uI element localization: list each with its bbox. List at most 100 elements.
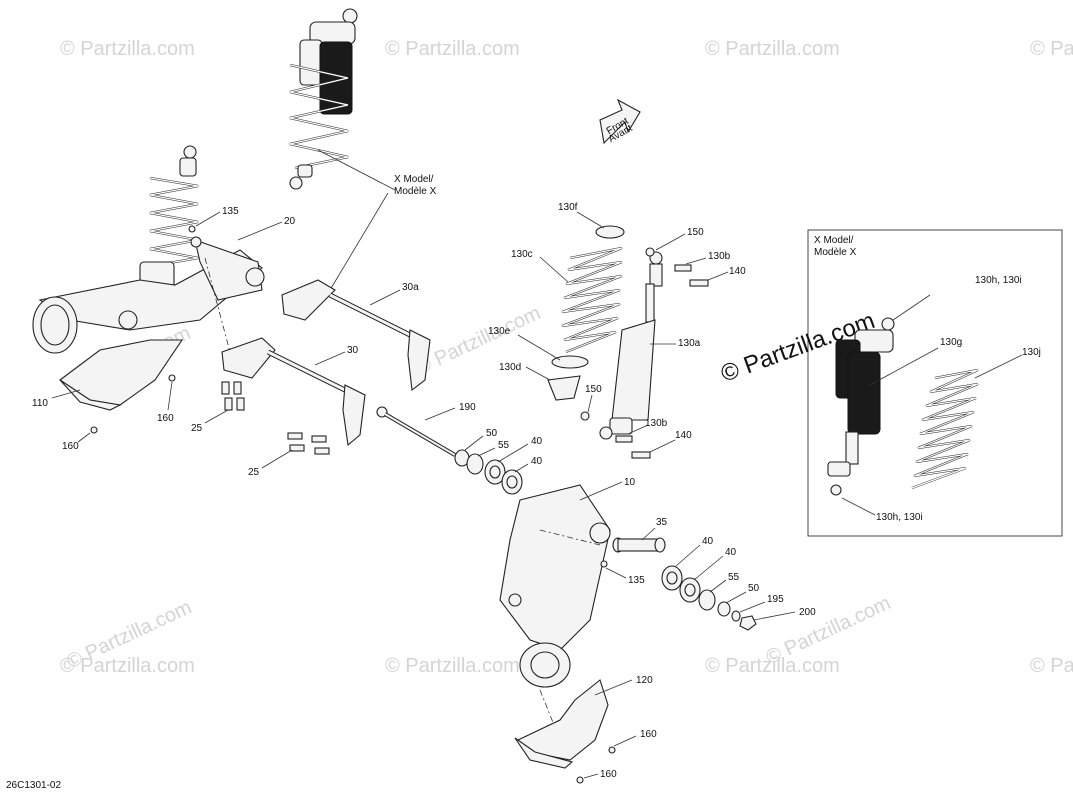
pin-35	[612, 537, 666, 553]
frame-10	[499, 484, 611, 688]
label-130h-130i: 130h, 130i	[975, 275, 1022, 286]
screw-160	[608, 746, 616, 754]
leader-line	[424, 407, 456, 421]
sway-bar-30a	[281, 279, 431, 392]
leader-line	[195, 211, 221, 227]
leader-line	[739, 601, 766, 613]
leader-line	[753, 611, 796, 621]
left-shock-absorber	[139, 145, 199, 299]
leader-line	[707, 271, 729, 281]
leader-line	[613, 735, 637, 747]
label-130d: 130d	[499, 362, 521, 373]
inset-title-line1: X Model/	[814, 235, 854, 246]
leader-line	[869, 347, 939, 386]
label-150: 150	[687, 227, 704, 238]
center-line	[539, 529, 601, 546]
label-150: 150	[585, 384, 602, 395]
leader-line	[369, 289, 401, 306]
leader-line	[594, 679, 633, 696]
watermark: © Partzilla.com	[60, 655, 195, 677]
label-195: 195	[767, 594, 784, 605]
label-130g: 130g	[940, 337, 962, 348]
leader-line	[649, 439, 676, 453]
bolts-25-center	[287, 432, 330, 455]
label-200: 200	[799, 607, 816, 618]
sleeve-130b	[615, 435, 633, 443]
bolt-140	[689, 279, 709, 287]
diagram-code: 26C1301-02	[6, 780, 61, 791]
leader-line	[725, 591, 747, 604]
leader-line	[576, 211, 605, 229]
leader-line	[675, 544, 701, 567]
leader-line	[605, 567, 627, 579]
label-140: 140	[729, 266, 746, 277]
label-160: 160	[600, 769, 617, 780]
label-160: 160	[640, 729, 657, 740]
watermark: © Partzilla.com	[60, 38, 195, 60]
nut-135	[188, 225, 196, 233]
spring-130c	[547, 225, 625, 401]
bolt-140	[631, 451, 651, 459]
leader-line	[517, 334, 561, 361]
leader-line	[514, 463, 529, 473]
watermark: © Partzilla.com	[385, 38, 520, 60]
leader-line	[841, 497, 876, 516]
washer-150	[645, 247, 655, 257]
bolt-190	[376, 406, 457, 457]
label-130e: 130e	[488, 326, 511, 337]
label-130f: 130f	[558, 202, 578, 213]
leader-line	[477, 447, 496, 457]
nut-135	[600, 560, 608, 568]
leader-line	[685, 257, 707, 265]
shock-130h-130i	[827, 317, 895, 496]
leader-line	[77, 432, 91, 443]
label-140: 140	[675, 430, 692, 441]
bolts-25-left	[221, 381, 245, 411]
label-160: 160	[157, 413, 174, 424]
spring-130j	[911, 368, 979, 490]
x-model-inset: X Model/ Modèle X © Partzilla.com	[717, 229, 1063, 537]
leader-line	[974, 354, 1023, 379]
label-190: 190	[459, 402, 476, 413]
label-110: 110	[32, 398, 48, 409]
leader-line	[51, 389, 81, 399]
label-135: 135	[222, 206, 239, 217]
skid-plate-110	[59, 339, 184, 411]
washer-150	[580, 411, 590, 421]
screw-160	[168, 374, 176, 382]
inset-title-line2: Modèle X	[814, 247, 857, 258]
leader-line	[539, 256, 569, 283]
label-40: 40	[702, 536, 714, 547]
skid-plate-120	[514, 679, 609, 769]
x-model-callout-line1: X Model/	[394, 174, 434, 185]
leader-line	[167, 381, 173, 411]
leader-line	[709, 579, 727, 593]
leader-line	[892, 294, 931, 321]
leader-line	[655, 233, 686, 251]
leader-line	[464, 435, 484, 451]
label-30a: 30a	[402, 282, 419, 293]
screw-160	[576, 776, 584, 784]
label-40: 40	[531, 456, 543, 467]
label-55: 55	[498, 440, 510, 451]
leader-line	[579, 481, 623, 501]
leader-line	[627, 424, 649, 435]
watermark: © Partzilla.com	[385, 655, 520, 677]
leader-line	[314, 351, 346, 366]
watermark: © Partzilla.com	[705, 655, 840, 677]
sway-bar-30	[221, 337, 366, 447]
label-55: 55	[728, 572, 740, 583]
leader-line	[583, 773, 599, 779]
bearing-stack-upper	[454, 449, 523, 495]
label-130j: 130j	[1022, 347, 1041, 358]
leader-line	[497, 443, 529, 463]
screw-160	[90, 426, 98, 434]
label-20: 20	[284, 216, 296, 227]
leader-line	[329, 192, 389, 291]
watermark: © Partzilla.com	[1030, 38, 1073, 60]
leader-line	[587, 394, 593, 413]
shock-absorber-x-model-top	[289, 8, 358, 190]
part-labels: 135 20 110 160 160 25 25 30a 30 190 50 5…	[32, 202, 1041, 780]
watermark: © Partzilla.com	[705, 38, 840, 60]
